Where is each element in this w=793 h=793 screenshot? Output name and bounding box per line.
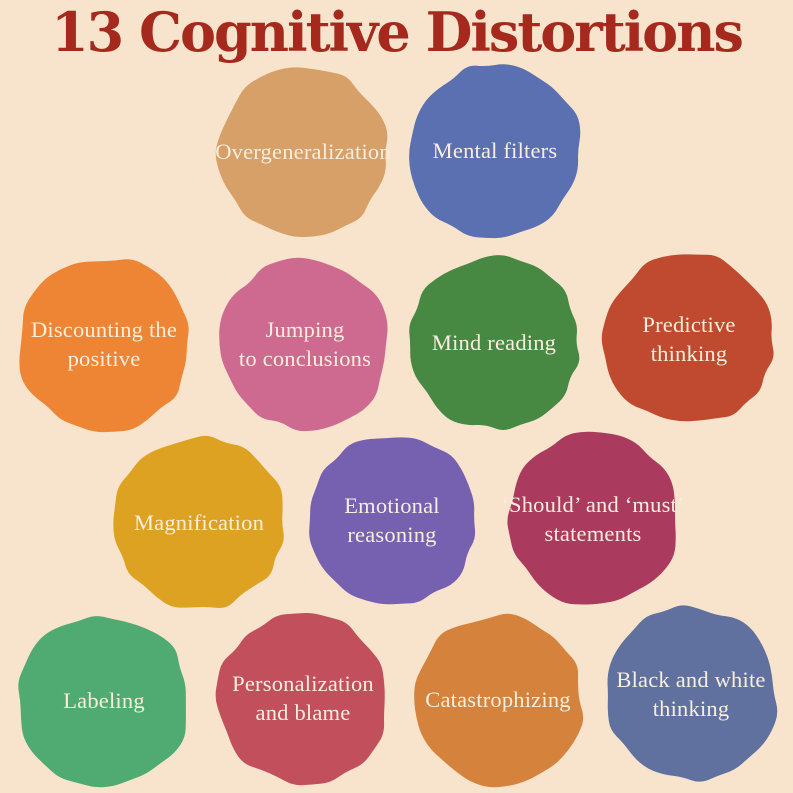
distortion-label: Overgeneralization bbox=[210, 59, 396, 245]
distortion-blob: Overgeneralization bbox=[210, 59, 396, 245]
distortion-label-line: thinking bbox=[650, 341, 728, 366]
distortion-label: Personalization and blame bbox=[210, 605, 396, 791]
blob-shape bbox=[309, 437, 476, 605]
blob-shape bbox=[19, 259, 189, 433]
blob-shape bbox=[219, 257, 388, 432]
distortion-label-line: Catastrophizing bbox=[425, 687, 571, 713]
distortion-label-line: Predictive bbox=[642, 311, 736, 337]
distortion-label-line: Mind reading bbox=[431, 330, 557, 356]
blob-shape bbox=[215, 67, 388, 238]
distortion-label-line: statements bbox=[544, 521, 642, 546]
distortion-blob: Mental filters bbox=[401, 57, 589, 245]
distortion-blob: Mind reading bbox=[401, 250, 587, 436]
distortion-label-line: Discounting the bbox=[30, 316, 178, 342]
distortion-label: Catastrophizing bbox=[406, 608, 590, 792]
distortion-blob: Personalization and blame bbox=[210, 605, 396, 791]
distortion-label-line: and blame bbox=[255, 700, 351, 725]
blob-shape bbox=[113, 435, 284, 609]
distortion-blob: Catastrophizing bbox=[406, 608, 590, 792]
distortion-label-line: thinking bbox=[652, 696, 730, 721]
distortion-label-line: Mental filters bbox=[432, 138, 558, 164]
blob-shape bbox=[409, 64, 581, 239]
distortion-label: Magnification bbox=[105, 429, 293, 617]
distortion-label: Labeling bbox=[11, 608, 197, 793]
distortion-label: Mental filters bbox=[401, 57, 589, 245]
distortion-blob: Black and white thinking bbox=[597, 600, 785, 788]
distortion-label: Emotional reasoning bbox=[299, 427, 485, 613]
distortion-blob: Emotional reasoning bbox=[299, 427, 485, 613]
distortion-label-line: Magnification bbox=[133, 510, 265, 536]
blob-shape bbox=[18, 616, 186, 788]
distortion-label-line: Overgeneralization bbox=[215, 139, 391, 165]
distortion-blob: Predictive thinking bbox=[596, 246, 782, 432]
distortion-label: ‘Should’ and ‘must’ statements bbox=[500, 426, 686, 612]
blob-shape bbox=[409, 255, 580, 430]
blob-shape bbox=[507, 431, 676, 605]
distortion-label: Discounting the positive bbox=[10, 250, 198, 438]
distortion-blob: Discounting the positive bbox=[10, 250, 198, 438]
distortion-blob: Magnification bbox=[105, 429, 293, 617]
distortion-blob: Labeling bbox=[11, 608, 197, 793]
blob-shape bbox=[414, 613, 584, 788]
distortion-label-line: Labeling bbox=[63, 688, 145, 714]
distortion-label: Predictive thinking bbox=[596, 246, 782, 432]
distortion-label-line: Personalization bbox=[232, 670, 374, 696]
page-title: 13 Cognitive Distortions bbox=[51, 0, 744, 64]
distortion-label-line: reasoning bbox=[347, 522, 437, 547]
blob-shape bbox=[607, 605, 778, 782]
distortion-label: Black and white thinking bbox=[597, 600, 785, 788]
distortion-label-line: to conclusions bbox=[238, 346, 372, 371]
distortion-blob: Jumping to conclusions bbox=[213, 252, 397, 436]
distortion-blob: ‘Should’ and ‘must’ statements bbox=[500, 426, 686, 612]
blob-shape bbox=[215, 613, 385, 786]
distortion-label: Jumping to conclusions bbox=[213, 252, 397, 436]
blob-shape bbox=[601, 254, 774, 422]
distortion-label-line: Emotional bbox=[344, 492, 440, 518]
distortion-label-line: Black and white bbox=[616, 666, 766, 692]
distortion-label-line: Jumping bbox=[265, 316, 345, 342]
distortion-label-line: positive bbox=[67, 346, 141, 371]
distortion-label-line: ‘Should’ and ‘must’ bbox=[501, 491, 685, 517]
distortion-label: Mind reading bbox=[401, 250, 587, 436]
